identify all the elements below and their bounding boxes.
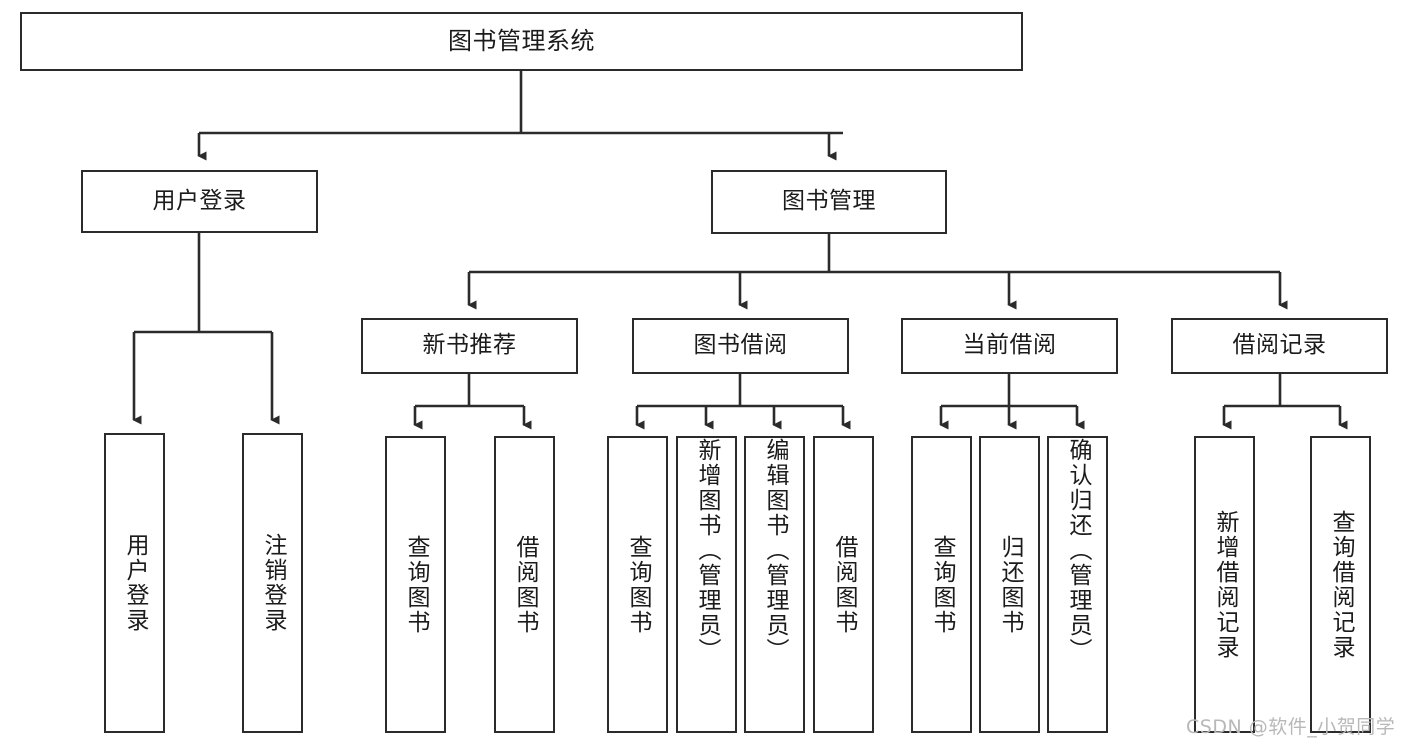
- node-label: 查询图书: [403, 534, 429, 635]
- node-label: 借阅图书: [831, 534, 857, 635]
- node-label: 注销登录: [260, 533, 286, 633]
- leaf-new-book-query-book[interactable]: 查询图书: [385, 436, 446, 733]
- node-book-management[interactable]: 图书管理: [711, 170, 947, 234]
- leaf-borrow-record-add-record[interactable]: 新增借阅记录: [1194, 436, 1255, 733]
- node-label: 新书推荐: [422, 332, 517, 359]
- node-label: 图书管理: [782, 188, 876, 215]
- leaf-user-login-login[interactable]: 用户登录: [104, 433, 165, 733]
- node-label: 确认归还（管理员）: [1065, 438, 1091, 663]
- node-label: 新增图书（管理员）: [694, 438, 720, 663]
- node-label: 查询图书: [929, 534, 955, 635]
- leaf-borrow-record-query-record[interactable]: 查询借阅记录: [1310, 436, 1371, 733]
- node-label: 归还图书: [997, 534, 1023, 635]
- node-label: 图书借阅: [693, 332, 788, 359]
- node-label: 图书管理系统: [448, 27, 595, 56]
- leaf-current-borrow-confirm-return-admin[interactable]: 确认归还（管理员）: [1047, 436, 1108, 733]
- leaf-current-borrow-query-book[interactable]: 查询图书: [911, 436, 972, 733]
- node-book-borrow[interactable]: 图书借阅: [632, 318, 849, 374]
- node-new-book-recommend[interactable]: 新书推荐: [361, 318, 578, 374]
- node-label: 编辑图书（管理员）: [762, 438, 788, 663]
- node-root-book-management-system[interactable]: 图书管理系统: [20, 12, 1023, 71]
- node-label: 用户登录: [122, 533, 148, 633]
- node-label: 查询借阅记录: [1328, 509, 1354, 660]
- node-label: 借阅记录: [1232, 332, 1327, 359]
- leaf-book-borrow-add-book-admin[interactable]: 新增图书（管理员）: [676, 436, 737, 733]
- leaf-current-borrow-return-book[interactable]: 归还图书: [979, 436, 1040, 733]
- watermark-csdn: CSDN @软件_小贺同学: [1186, 716, 1396, 738]
- node-label: 借阅图书: [512, 534, 538, 635]
- leaf-book-borrow-edit-book-admin[interactable]: 编辑图书（管理员）: [744, 436, 805, 733]
- node-user-login[interactable]: 用户登录: [81, 170, 318, 233]
- node-label: 当前借阅: [962, 332, 1057, 359]
- leaf-user-login-logout[interactable]: 注销登录: [242, 433, 303, 733]
- node-current-borrow[interactable]: 当前借阅: [901, 318, 1118, 374]
- leaf-book-borrow-query-book[interactable]: 查询图书: [607, 436, 668, 733]
- leaf-book-borrow-borrow-book[interactable]: 借阅图书: [813, 436, 874, 733]
- node-label: 新增借阅记录: [1212, 509, 1238, 660]
- node-label: 查询图书: [625, 534, 651, 635]
- leaf-new-book-borrow-book[interactable]: 借阅图书: [494, 436, 555, 733]
- node-borrow-record[interactable]: 借阅记录: [1171, 318, 1388, 374]
- node-label: 用户登录: [152, 187, 247, 214]
